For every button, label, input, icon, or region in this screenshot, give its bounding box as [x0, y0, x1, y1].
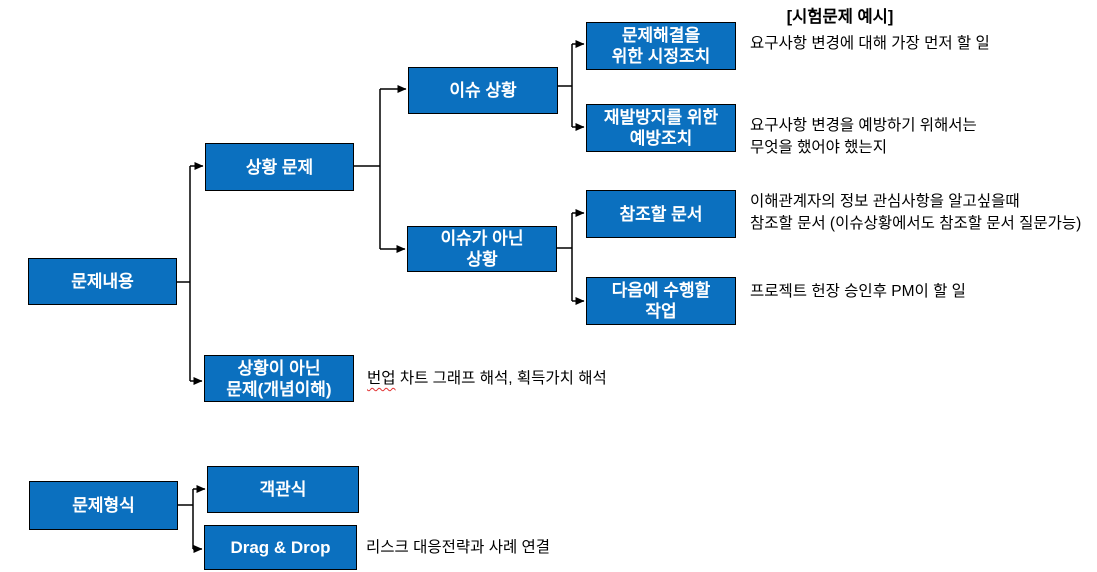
annotation-reference-document: 이해관계자의 정보 관심사항을 알고싶을때 참조할 문서 (이슈상황에서도 참조… [750, 191, 1081, 235]
node-label-line1: 다음에 수행할 [611, 281, 711, 300]
annotation-next-task: 프로젝트 헌장 승인후 PM이 할 일 [750, 281, 966, 303]
annotation-line: 차트 그래프 해석, 획득가치 해석 [395, 370, 607, 387]
node-drag-and-drop: Drag & Drop [204, 525, 357, 570]
annotation-preventive: 요구사항 변경을 예방하기 위해서는 무엇을 했어야 했는지 [750, 115, 977, 159]
node-label: 이슈 상황 [449, 81, 517, 100]
node-non-situational-problem: 상황이 아닌 문제(개념이해) [204, 355, 354, 402]
node-label: 참조할 문서 [619, 204, 703, 224]
node-label-line1: 상황이 아닌 [237, 358, 321, 378]
node-situational-problem: 상황 문제 [205, 143, 354, 191]
node-multiple-choice: 객관식 [207, 466, 359, 513]
annotation-line: 요구사항 변경에 대해 가장 먼저 할 일 [750, 35, 990, 52]
annotation-drag-drop: 리스크 대응전략과 사례 연결 [366, 537, 550, 559]
node-label-line2: 예방조치 [629, 129, 693, 148]
node-label: Drag & Drop [230, 538, 331, 557]
annotation-corrective: 요구사항 변경에 대해 가장 먼저 할 일 [750, 33, 990, 55]
node-label-line1: 재발방지를 위한 [603, 108, 719, 127]
node-problem-content: 문제내용 [28, 258, 177, 305]
node-reference-document: 참조할 문서 [586, 190, 736, 238]
annotation-line: 이해관계자의 정보 관심사항을 알고싶을때 [750, 193, 1020, 210]
node-label: 문제내용 [71, 272, 134, 291]
node-label: 문제형식 [72, 496, 135, 515]
node-question-format: 문제형식 [29, 481, 178, 530]
node-label-line2: 작업 [645, 302, 677, 321]
node-corrective-action: 문제해결을 위한 시정조치 [586, 22, 736, 70]
annotation-line: 무엇을 했어야 했는지 [750, 139, 887, 156]
node-label-line2: 상황 [466, 250, 498, 269]
annotation-line: 참조할 문서 (이슈상황에서도 참조할 문서 질문가능) [750, 215, 1082, 232]
node-label-line2: 문제(개념이해) [226, 379, 332, 399]
annotation-line: 프로젝트 헌장 승인후 PM이 할 일 [750, 283, 966, 300]
node-issue-situation: 이슈 상황 [408, 67, 558, 114]
node-label-line1: 문제해결을 [621, 26, 701, 45]
annotation-line: 리스크 대응전략과 사례 연결 [366, 539, 551, 556]
annotation-misspelled-word: 번업 [367, 370, 396, 387]
annotation-line: 요구사항 변경을 예방하기 위해서는 [750, 117, 977, 134]
node-label-line2: 위한 시정조치 [611, 47, 711, 66]
example-questions-title: [시험문제 예시] [786, 8, 894, 26]
annotation-concept-understanding: 번업 차트 그래프 해석, 획득가치 해석 [367, 368, 607, 390]
node-non-issue-situation: 이슈가 아닌 상황 [407, 226, 557, 272]
node-label: 객관식 [259, 480, 307, 499]
node-label-line1: 이슈가 아닌 [440, 229, 524, 248]
node-label: 상황 문제 [245, 157, 314, 177]
node-next-task: 다음에 수행할 작업 [586, 277, 736, 325]
node-preventive-action: 재발방지를 위한 예방조치 [586, 104, 736, 152]
